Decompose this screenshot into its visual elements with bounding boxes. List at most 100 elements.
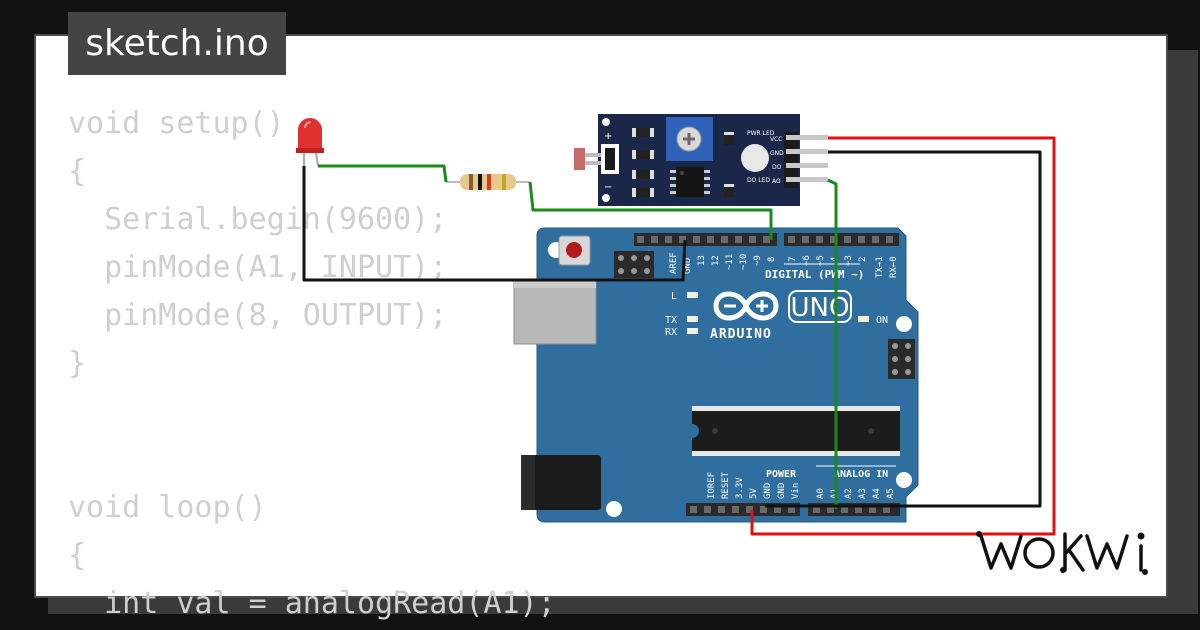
led-label-on: ON <box>876 315 888 326</box>
pwr-led <box>741 144 769 172</box>
pin-label: GND <box>683 258 693 274</box>
wire-ao-to-a1 <box>827 178 838 509</box>
pin-label: IOREF <box>707 472 717 499</box>
power-pin-labels: IOREF RESET 3.3V 5V GND GND Vin <box>707 471 801 499</box>
resistor-band <box>478 174 482 190</box>
led-label-tx: TX <box>665 315 677 326</box>
resistor-band <box>487 174 491 190</box>
led-on <box>858 316 869 322</box>
power-analog-header-pins <box>690 506 890 513</box>
dc-power-jack <box>521 455 601 510</box>
arduino-uno-board[interactable]: AREF GND 13 12 ~11 ~10 ~9 8 7 ~6 ~5 4 ~3… <box>513 227 919 523</box>
pin-label: ~5 <box>816 255 826 266</box>
pin-label: Vin <box>791 483 801 499</box>
pin-label: 8 <box>767 257 777 262</box>
wire-resistor-to-pin8 <box>528 181 773 240</box>
pin-label: GND <box>763 483 773 499</box>
pin-label: 3.3V <box>735 477 745 499</box>
pin-label: GND <box>777 483 787 499</box>
photoresistor-lead <box>585 153 601 157</box>
pin-label: AO <box>772 178 781 185</box>
digital-label: DIGITAL (PWM ~) <box>765 268 864 281</box>
do-led-label: DO LED <box>747 177 770 184</box>
pin-label: RX←0 <box>889 256 899 278</box>
atmega-chip <box>692 406 900 456</box>
pin-label: RESET <box>721 471 731 499</box>
comparator-ic <box>670 167 710 197</box>
photoresistor <box>574 148 585 170</box>
module-hole <box>602 118 610 126</box>
resistor-band <box>469 174 473 190</box>
pin-label: ~3 <box>844 255 854 266</box>
wire-module-vcc <box>750 136 1056 536</box>
pin-label: 2 <box>858 257 868 262</box>
wires <box>302 136 1056 536</box>
red-led[interactable] <box>296 118 324 167</box>
usb-port <box>513 279 597 345</box>
pin-label: TX→1 <box>875 256 885 278</box>
code-line: Serial.begin(9600); <box>68 202 448 237</box>
code-line: void loop() <box>68 490 267 525</box>
potentiometer[interactable] <box>666 117 713 161</box>
module-pin-labels: VCC GND DO AO <box>770 136 784 185</box>
pot-plus-label: + <box>604 131 612 142</box>
pin-label: ~9 <box>753 255 763 266</box>
module-pins <box>786 135 828 182</box>
pin-label: A0 <box>816 488 826 499</box>
led-tx <box>687 316 698 322</box>
file-tab[interactable]: sketch.ino <box>68 12 286 75</box>
pin-label: ~6 <box>802 255 812 266</box>
wokwi-logo <box>976 531 1148 575</box>
resistor[interactable] <box>446 174 530 190</box>
wire-module-gnd <box>765 150 1042 508</box>
led-label-l: L <box>671 291 677 302</box>
pin-label: 12 <box>711 255 721 266</box>
pin-label: A4 <box>872 488 882 499</box>
usb-port-edge <box>514 280 596 288</box>
pot-minus-label: − <box>604 182 612 193</box>
arduino-logo <box>713 291 779 321</box>
led-label-rx: RX <box>665 327 677 338</box>
code-line: { <box>68 154 87 189</box>
photoresistor-lead <box>585 161 601 165</box>
pin-label: 7 <box>788 257 798 262</box>
pin-label: VCC <box>770 136 782 143</box>
wire-led-to-gnd <box>302 166 687 282</box>
wire-led-to-resistor <box>318 164 448 183</box>
pwr-led-label: PWR LED <box>747 130 775 137</box>
icsp-header-2 <box>888 339 915 379</box>
led-highlight <box>304 121 312 129</box>
led-rx <box>687 328 698 334</box>
uno-badge <box>788 290 852 323</box>
board-leds: L TX RX ON <box>665 291 888 338</box>
photoresistor-socket-slot <box>605 148 615 170</box>
uno-label: UNO <box>791 293 850 323</box>
light-sensor-module[interactable]: + − PWR LED DO LED <box>574 114 828 206</box>
reset-button-cap <box>566 242 582 258</box>
digital-header-pins <box>637 236 893 243</box>
pin-label: 5V <box>749 488 759 499</box>
mounting-hole <box>606 501 622 517</box>
led-l <box>687 292 698 298</box>
pin-label: GND <box>770 150 784 157</box>
code-line: { <box>68 538 87 573</box>
pin-label: AREF <box>669 252 679 274</box>
mounting-hole <box>896 472 912 488</box>
digital-header-right <box>784 233 899 246</box>
led-lead <box>315 152 319 167</box>
pin-label: ~11 <box>725 254 735 270</box>
code-line: } <box>68 346 87 381</box>
pin-label: ~10 <box>739 254 749 270</box>
resistor-band <box>502 174 506 190</box>
arduino-label: ARDUINO <box>710 327 772 342</box>
analog-label: ANALOG IN <box>834 469 888 480</box>
module-header <box>784 132 798 188</box>
led-flange <box>296 148 324 153</box>
pin-label: A3 <box>858 488 868 499</box>
icsp-header <box>614 251 654 278</box>
pin-label: DO <box>772 164 782 171</box>
smd-resistors <box>632 128 734 197</box>
dc-power-jack-edge <box>521 455 535 510</box>
pin-label: 13 <box>697 255 707 266</box>
